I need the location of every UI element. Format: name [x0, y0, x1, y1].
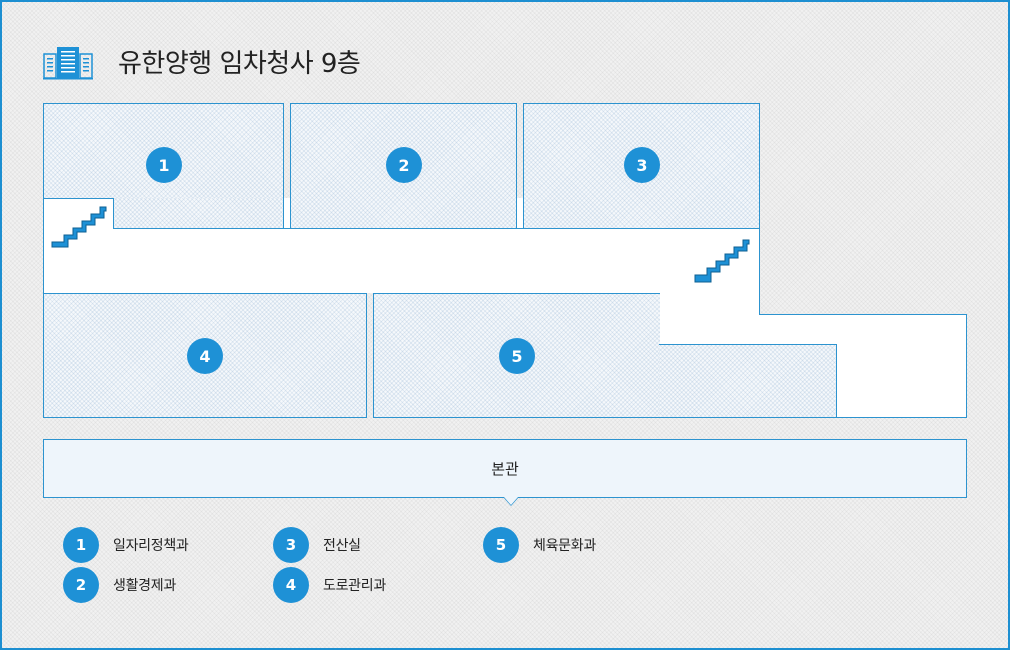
legend-item-3[interactable]: 3 전산실	[273, 527, 361, 563]
main-building[interactable]: 본관	[43, 439, 967, 498]
pointer-arrow-fill	[504, 497, 518, 505]
legend-badge: 2	[63, 567, 99, 603]
legend-item-1[interactable]: 1 일자리정책과	[63, 527, 189, 563]
stairs-icon	[51, 206, 107, 248]
legend-label: 전산실	[323, 538, 361, 554]
page-title: 유한양행 임차청사 9층	[118, 49, 361, 79]
building-icon	[43, 47, 93, 80]
legend-badge: 4	[273, 567, 309, 603]
legend-item-2[interactable]: 2 생활경제과	[63, 567, 176, 603]
room-1-lower[interactable]	[113, 198, 284, 229]
legend-badge: 1	[63, 527, 99, 563]
room-badge-5: 5	[499, 338, 535, 374]
legend-badge: 3	[273, 527, 309, 563]
legend-item-4[interactable]: 4 도로관리과	[273, 567, 386, 603]
room-5-lower[interactable]	[659, 344, 837, 418]
legend-badge: 5	[483, 527, 519, 563]
legend-label: 도로관리과	[323, 578, 386, 594]
legend-label: 일자리정책과	[113, 538, 189, 554]
main-building-label: 본관	[491, 460, 519, 478]
room-badge-1: 1	[146, 147, 182, 183]
room-badge-2: 2	[386, 147, 422, 183]
stairs-icon	[694, 239, 750, 283]
room-badge-4: 4	[187, 338, 223, 374]
legend-item-5[interactable]: 5 체육문화과	[483, 527, 596, 563]
legend-label: 체육문화과	[533, 538, 596, 554]
legend-label: 생활경제과	[113, 578, 176, 594]
room-badge-3: 3	[624, 147, 660, 183]
